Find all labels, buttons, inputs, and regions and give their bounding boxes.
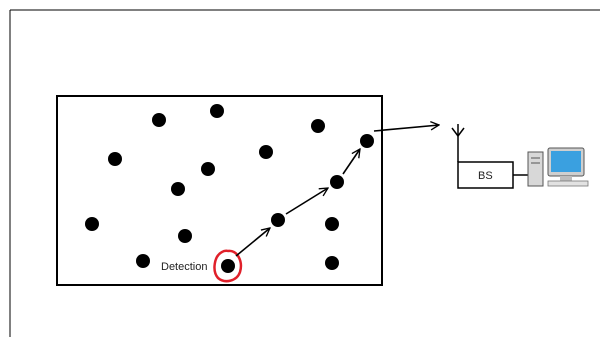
base-station-box xyxy=(457,161,514,189)
route-arrow xyxy=(373,125,439,132)
routing-path xyxy=(235,125,439,257)
base-station-label: BS xyxy=(478,170,493,182)
route-arrow xyxy=(285,188,328,215)
sensor-node xyxy=(210,104,224,118)
sensor-node xyxy=(311,119,325,133)
sensor-node xyxy=(136,254,150,268)
relay-node xyxy=(330,175,344,189)
relay-node xyxy=(271,213,285,227)
sensor-node xyxy=(178,229,192,243)
detection-ring xyxy=(213,249,243,283)
sensor-node xyxy=(152,113,166,127)
route-arrow xyxy=(342,149,360,175)
sensor-node xyxy=(259,145,273,159)
sensor-node xyxy=(201,162,215,176)
detection-node xyxy=(221,259,235,273)
sensor-node xyxy=(108,152,122,166)
sensor-node xyxy=(85,217,99,231)
sensor-node xyxy=(325,256,339,270)
relay-node xyxy=(360,134,374,148)
computer-icon xyxy=(527,147,589,187)
sensor-node xyxy=(171,182,185,196)
sensor-node xyxy=(325,217,339,231)
sensor-nodes xyxy=(85,104,374,273)
route-arrow xyxy=(235,228,270,257)
detection-label: Detection xyxy=(161,261,207,273)
antenna-icon xyxy=(451,124,465,162)
